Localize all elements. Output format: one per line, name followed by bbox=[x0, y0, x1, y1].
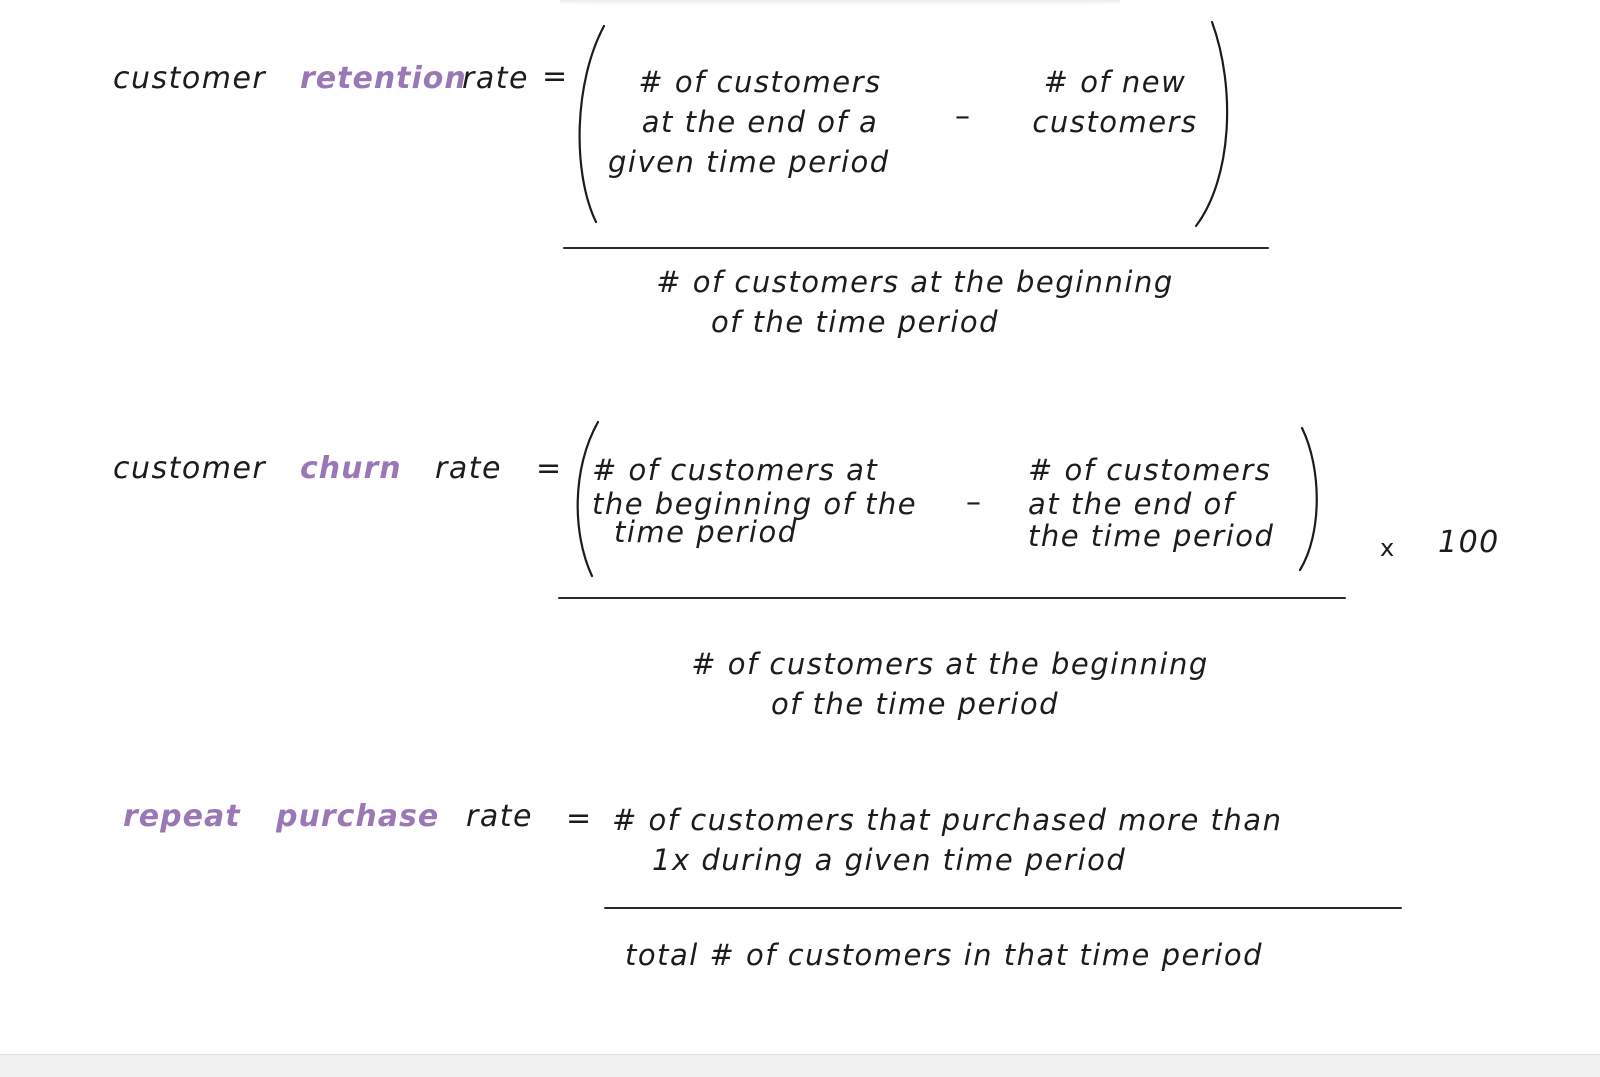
retention-term-a-line: # of customers bbox=[638, 65, 882, 99]
churn-term-b-line: # of customers bbox=[1028, 453, 1272, 487]
churn-term-b-line: the time period bbox=[1028, 519, 1275, 553]
churn-denominator-line: # of customers at the beginning bbox=[691, 647, 1209, 681]
repeat-lhs-word-rate: rate bbox=[466, 799, 533, 834]
churn-minus-sign: – bbox=[966, 485, 983, 520]
retention-term-a-line: given time period bbox=[608, 145, 890, 179]
repeat-lhs-highlight-purchase: purchase bbox=[276, 799, 440, 834]
retention-term-b: # of new customers bbox=[1015, 62, 1215, 142]
churn-term-a-line: time period bbox=[614, 515, 798, 549]
repeat-numerator-line: # of customers that purchased more than bbox=[612, 803, 1283, 837]
churn-lhs-word-rate: rate bbox=[435, 451, 502, 486]
top-edge-shadow bbox=[560, 0, 1120, 6]
retention-fraction-bar bbox=[563, 247, 1269, 249]
retention-left-paren bbox=[578, 24, 606, 224]
churn-left-paren bbox=[576, 420, 600, 578]
churn-factor: 100 bbox=[1438, 525, 1500, 560]
churn-denominator: # of customers at the beginning of the t… bbox=[640, 644, 1260, 724]
retention-denominator-line: # of customers at the beginning bbox=[656, 265, 1174, 299]
retention-term-a: # of customers at the end of a given tim… bbox=[600, 62, 920, 182]
repeat-numerator-line: 1x during a given time period bbox=[652, 843, 1127, 877]
churn-term-b-line: at the end of bbox=[1028, 487, 1235, 521]
repeat-denominator: total # of customers in that time period bbox=[625, 935, 1385, 975]
churn-lhs-word-customer: customer bbox=[113, 451, 267, 486]
retention-term-a-line: at the end of a bbox=[641, 105, 879, 139]
churn-term-a: # of customers at the beginning of the t… bbox=[592, 450, 952, 552]
retention-term-b-line: # of new bbox=[1043, 65, 1187, 99]
retention-lhs-word-customer: customer bbox=[113, 61, 267, 96]
churn-lhs-highlight: churn bbox=[300, 451, 402, 486]
repeat-equals-sign: = bbox=[566, 801, 593, 836]
retention-lhs-word-rate: rate bbox=[462, 61, 529, 96]
retention-lhs-highlight: retention bbox=[300, 61, 467, 96]
retention-equals-sign: = bbox=[542, 59, 569, 94]
churn-term-b: # of customers at the end of the time pe… bbox=[1028, 450, 1308, 556]
repeat-numerator: # of customers that purchased more than … bbox=[612, 800, 1372, 880]
churn-multiply-sign: x bbox=[1380, 534, 1396, 562]
repeat-denominator-line: total # of customers in that time period bbox=[625, 938, 1263, 972]
retention-right-paren bbox=[1194, 20, 1229, 228]
repeat-lhs-highlight-repeat: repeat bbox=[123, 799, 241, 834]
churn-term-a-line: # of customers at bbox=[592, 453, 879, 487]
churn-term-a-line: the beginning of the bbox=[592, 487, 918, 521]
retention-denominator: # of customers at the beginning of the t… bbox=[620, 262, 1210, 342]
churn-equals-sign: = bbox=[536, 451, 563, 486]
retention-minus-sign: – bbox=[955, 99, 972, 134]
churn-right-paren bbox=[1298, 426, 1318, 572]
churn-fraction-bar bbox=[558, 597, 1346, 599]
retention-denominator-line: of the time period bbox=[710, 305, 1000, 339]
repeat-fraction-bar bbox=[604, 907, 1402, 909]
bottom-edge-bar bbox=[0, 1054, 1600, 1077]
retention-term-b-line: customers bbox=[1032, 105, 1198, 139]
churn-denominator-line: of the time period bbox=[770, 687, 1060, 721]
